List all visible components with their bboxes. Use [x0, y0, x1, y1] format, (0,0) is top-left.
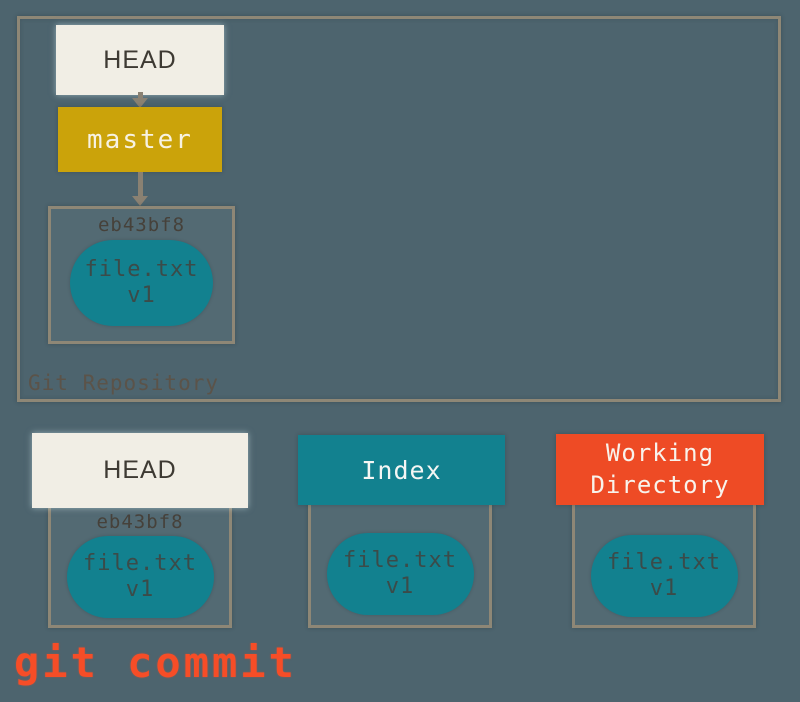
repo-commit-file-blob: file.txt v1: [70, 240, 213, 326]
workdir-column-title: Working Directory: [590, 439, 730, 499]
workdir-column-commit-box: file.txt v1: [572, 502, 756, 628]
git-repository-label: Git Repository: [28, 371, 220, 395]
repo-head-label: HEAD: [103, 45, 177, 74]
index-column-commit-box: file.txt v1: [308, 502, 492, 628]
repo-commit-hash: eb43bf8: [97, 214, 186, 236]
head-column-commit-box: eb43bf8 file.txt v1: [48, 502, 232, 628]
index-column-title: Index: [361, 455, 442, 485]
workdir-column-file-blob: file.txt v1: [590, 535, 738, 617]
git-repository-frame: [17, 16, 781, 402]
file-name: file.txt: [83, 550, 197, 576]
repo-commit-box: eb43bf8 file.txt v1: [48, 206, 235, 344]
arrow-head-to-master-icon: [132, 98, 148, 108]
file-name: file.txt: [607, 549, 721, 575]
master-branch-label: master: [87, 124, 193, 155]
head-column-commit-hash: eb43bf8: [96, 511, 184, 533]
master-branch-box: master: [58, 107, 222, 172]
head-column-file-blob: file.txt v1: [66, 536, 214, 618]
repo-head-box: HEAD: [56, 25, 224, 95]
head-column-header: HEAD: [32, 433, 248, 508]
git-commit-caption: git commit: [14, 638, 297, 687]
file-version: v1: [125, 577, 155, 602]
arrow-master-to-commit-icon: [132, 196, 148, 206]
file-name: file.txt: [343, 547, 457, 573]
arrow-head-to-master-shaft: [138, 92, 143, 100]
file-version: v1: [385, 574, 415, 599]
head-column-title: HEAD: [103, 456, 177, 484]
file-version: v1: [127, 283, 156, 308]
file-name: file.txt: [84, 256, 199, 282]
file-version: v1: [649, 576, 679, 601]
arrow-master-to-commit-shaft: [138, 172, 143, 197]
workdir-column-header: Working Directory: [556, 434, 764, 505]
index-column-file-blob: file.txt v1: [326, 533, 474, 615]
index-column-header: Index: [298, 435, 505, 505]
